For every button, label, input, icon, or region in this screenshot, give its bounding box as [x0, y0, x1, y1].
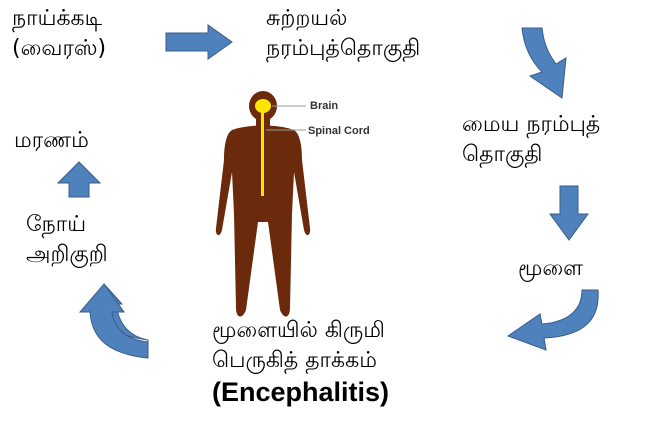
arrow-curved-down-icon — [522, 28, 566, 98]
arrow-curved-up-icon — [80, 284, 148, 358]
label-brain: மூளை — [518, 254, 583, 284]
human-body-icon — [216, 91, 310, 317]
label-brain-infection: மூளையில் கிருமி பெருகித் தாக்கம் (Enceph… — [212, 316, 389, 408]
label-death: மரணம் — [14, 126, 89, 156]
label-central-nervous-system: மைய நரம்புத் தொகுதி — [462, 110, 600, 170]
label-encephalitis: (Encephalitis) — [212, 376, 389, 408]
arrow-up-icon — [58, 162, 100, 197]
brain-annotation: Brain — [310, 100, 338, 112]
arrow-curved-left-icon — [508, 290, 598, 350]
arrow-down-icon — [550, 186, 588, 240]
spinal-cord-annotation: Spinal Cord — [308, 125, 370, 137]
label-peripheral-nervous-system: சுற்றயல் நரம்புத்தொகுதி — [266, 4, 420, 64]
label-rabies-virus: நாய்க்கடி (வைரஸ்) — [12, 4, 106, 64]
arrow-right-icon — [166, 25, 232, 59]
label-symptoms: நோய் அறிகுறி — [26, 210, 108, 270]
